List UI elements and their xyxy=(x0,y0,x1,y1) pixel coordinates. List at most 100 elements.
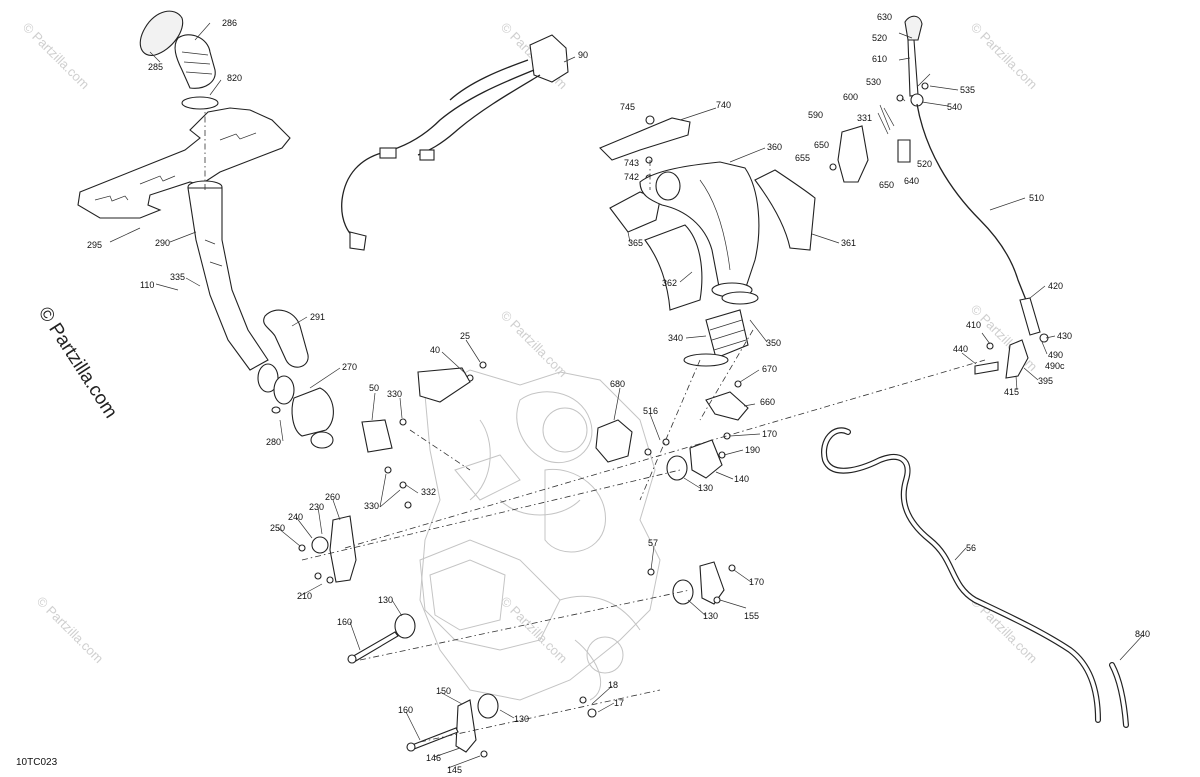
callout-820: 820 xyxy=(227,73,242,83)
watermark-text: © Partzilla.com xyxy=(498,594,571,667)
callout-285: 285 xyxy=(148,62,163,72)
callout-361: 361 xyxy=(841,238,856,248)
heat-shield-362 xyxy=(644,224,703,311)
callout-590: 590 xyxy=(808,110,823,120)
callout-420: 420 xyxy=(1048,281,1063,291)
callout-740: 740 xyxy=(716,100,731,110)
air-intake-boot-285-286 xyxy=(139,10,219,110)
heat-shield-361 xyxy=(754,169,816,251)
plate-50 xyxy=(361,418,412,509)
callout-335: 335 xyxy=(170,272,185,282)
callout-291: 291 xyxy=(310,312,325,322)
callout-40: 40 xyxy=(430,345,440,355)
alignment-lines xyxy=(204,110,986,743)
callout-190: 190 xyxy=(745,445,760,455)
callout-680: 680 xyxy=(610,379,625,389)
callout-410: 410 xyxy=(966,320,981,330)
callout-130-lower: 130 xyxy=(514,714,529,724)
callout-290: 290 xyxy=(155,238,170,248)
callout-415: 415 xyxy=(1004,387,1019,397)
callout-520-lower: 520 xyxy=(917,159,932,169)
callout-56: 56 xyxy=(966,543,976,553)
callout-490c: 490c xyxy=(1045,361,1065,371)
callout-640: 640 xyxy=(904,176,919,186)
callout-240: 240 xyxy=(288,512,303,522)
watermark-text: © Partzilla.com xyxy=(498,308,571,381)
callout-50: 50 xyxy=(369,383,379,393)
callout-516: 516 xyxy=(643,406,658,416)
wiring-harness-90 xyxy=(341,34,569,251)
leader-lines xyxy=(109,22,1144,769)
callout-330-upper: 330 xyxy=(387,389,402,399)
diagram-reference-code: 10TC023 xyxy=(16,757,58,768)
hose-291 xyxy=(263,309,309,368)
callout-130-middle: 130 xyxy=(703,611,718,621)
clamps-270-280 xyxy=(257,363,334,449)
callout-350: 350 xyxy=(766,338,781,348)
sensor-680 xyxy=(595,380,749,463)
callout-160-upper: 160 xyxy=(337,617,352,627)
callout-110: 110 xyxy=(140,280,154,290)
bolts-25-40 xyxy=(417,361,487,403)
callout-535: 535 xyxy=(960,85,975,95)
callout-286: 286 xyxy=(222,18,237,28)
callout-130-upper: 130 xyxy=(698,483,713,493)
engine-mount-155 xyxy=(647,561,736,605)
callout-360: 360 xyxy=(767,142,782,152)
callout-332: 332 xyxy=(421,487,436,497)
callout-670: 670 xyxy=(762,364,777,374)
callout-150: 150 xyxy=(436,686,451,696)
callout-260: 260 xyxy=(325,492,340,502)
callout-160-lower: 160 xyxy=(398,705,413,715)
callout-430: 430 xyxy=(1057,331,1072,341)
engine-mount-260 xyxy=(298,515,357,584)
callout-395: 395 xyxy=(1038,376,1053,386)
callout-630: 630 xyxy=(877,12,892,22)
callout-745: 745 xyxy=(620,102,635,112)
engine-mount-130-140 xyxy=(644,432,731,481)
side-watermark: © Partzilla.com xyxy=(34,303,121,422)
hose-840 xyxy=(1109,662,1129,728)
callout-270: 270 xyxy=(342,362,357,372)
callout-340: 340 xyxy=(668,333,683,343)
callout-540: 540 xyxy=(947,102,962,112)
callout-743: 743 xyxy=(624,158,639,168)
callout-57: 57 xyxy=(648,538,658,548)
callout-210: 210 xyxy=(297,591,312,601)
callout-295: 295 xyxy=(87,240,102,250)
callout-17: 17 xyxy=(614,698,624,708)
callout-660: 660 xyxy=(760,397,775,407)
callout-365: 365 xyxy=(628,238,643,248)
callout-140: 140 xyxy=(734,474,749,484)
shift-lever-assembly xyxy=(829,15,1049,343)
callout-610: 610 xyxy=(872,54,887,64)
callout-170-upper: 170 xyxy=(762,429,777,439)
callout-331: 331 xyxy=(857,113,872,123)
watermark-text: © Partzilla.com xyxy=(20,20,93,93)
callout-25: 25 xyxy=(460,331,470,341)
callout-650-lower: 650 xyxy=(879,180,894,190)
shift-link-395-415 xyxy=(974,339,1029,379)
vent-hose-56 xyxy=(821,427,1101,723)
callout-742: 742 xyxy=(624,172,639,182)
mount-bolt-160 xyxy=(347,613,416,664)
callout-145: 145 xyxy=(447,765,462,775)
callout-330-lower: 330 xyxy=(364,501,379,511)
intake-tube-290 xyxy=(187,180,269,371)
callout-510: 510 xyxy=(1029,193,1044,203)
airbox-plate-295 xyxy=(77,107,291,219)
callout-170-lower: 170 xyxy=(749,577,764,587)
callout-655: 655 xyxy=(795,153,810,163)
lower-mount-150 xyxy=(406,693,597,758)
callout-90: 90 xyxy=(578,50,588,60)
callout-440: 440 xyxy=(953,344,968,354)
callout-530: 530 xyxy=(866,77,881,87)
callout-600: 600 xyxy=(843,92,858,102)
callout-520-top: 520 xyxy=(872,33,887,43)
watermark-layer: © Partzilla.com © Partzilla.com © Partzi… xyxy=(20,20,1041,667)
callout-130-front: 130 xyxy=(378,595,393,605)
callout-labels: 286 285 820 295 290 335 110 291 270 280 … xyxy=(87,12,1150,775)
air-filter-340 xyxy=(683,291,759,367)
callout-230: 230 xyxy=(309,502,324,512)
callout-840: 840 xyxy=(1135,629,1150,639)
